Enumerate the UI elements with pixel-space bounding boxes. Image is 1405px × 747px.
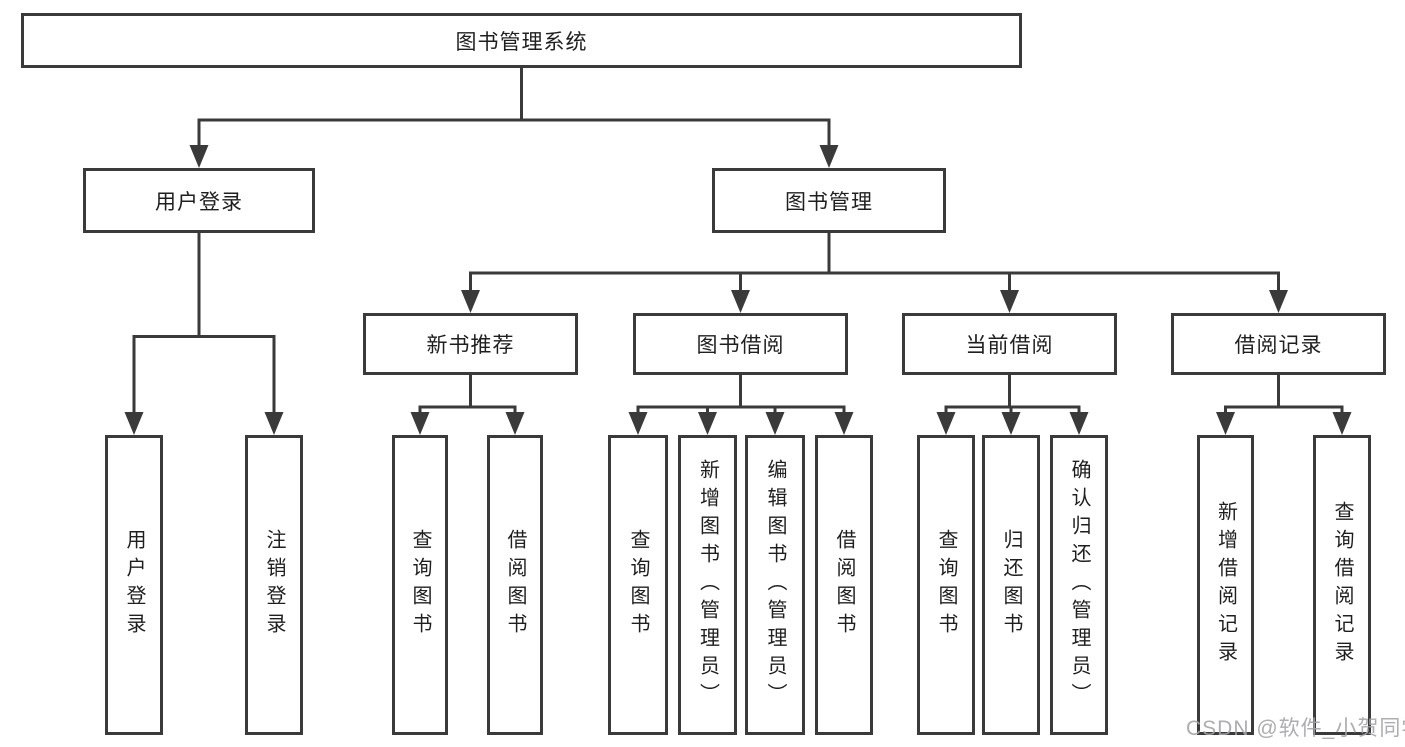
- leaf-label: 用户登录: [123, 529, 145, 641]
- leaf-label: 查询图书: [409, 529, 431, 641]
- leaf-label: 查询图书: [935, 529, 957, 641]
- node-borrow-records: 借阅记录: [1171, 313, 1386, 375]
- leaf-add-borrow-record: 新增借阅记录: [1197, 435, 1254, 735]
- leaf-add-book-admin: 新增图书（管理员）: [678, 435, 737, 735]
- node-user-login: 用户登录: [83, 168, 315, 233]
- node-book-borrowing: 图书借阅: [633, 313, 848, 375]
- leaf-label: 新增借阅记录: [1214, 501, 1237, 669]
- node-new-book-recommend: 新书推荐: [363, 313, 578, 375]
- leaf-label: 借阅图书: [504, 529, 526, 641]
- node-book-management: 图书管理: [712, 168, 946, 233]
- leaf-label: 编辑图书（管理员）: [764, 459, 786, 711]
- leaf-label: 确认归还（管理员）: [1068, 459, 1090, 711]
- leaf-label: 查询借阅记录: [1331, 501, 1353, 669]
- leaf-logout: 注销登录: [245, 435, 303, 735]
- leaf-query-books-borrowing: 查询图书: [608, 435, 668, 735]
- leaf-return-book: 归还图书: [982, 435, 1040, 735]
- leaf-label: 归还图书: [1000, 529, 1022, 641]
- leaf-user-login: 用户登录: [105, 435, 163, 735]
- leaf-query-borrow-record: 查询借阅记录: [1313, 435, 1371, 735]
- leaf-confirm-return-admin: 确认归还（管理员）: [1050, 435, 1108, 735]
- leaf-borrow-books-borrowing: 借阅图书: [815, 435, 873, 735]
- leaf-edit-book-admin: 编辑图书（管理员）: [745, 435, 805, 735]
- node-root-system: 图书管理系统: [21, 13, 1022, 68]
- leaf-label: 新增图书（管理员）: [696, 459, 719, 711]
- leaf-query-books-current: 查询图书: [917, 435, 975, 735]
- leaf-borrow-books-recommend: 借阅图书: [487, 435, 543, 735]
- leaf-label: 查询图书: [627, 529, 649, 641]
- leaf-label: 注销登录: [263, 529, 285, 641]
- csdn-watermark: CSDN @软件_小贺同学: [1186, 717, 1405, 740]
- node-current-borrowing: 当前借阅: [902, 313, 1117, 375]
- leaf-query-books-recommend: 查询图书: [392, 435, 448, 735]
- leaf-label: 借阅图书: [833, 529, 855, 641]
